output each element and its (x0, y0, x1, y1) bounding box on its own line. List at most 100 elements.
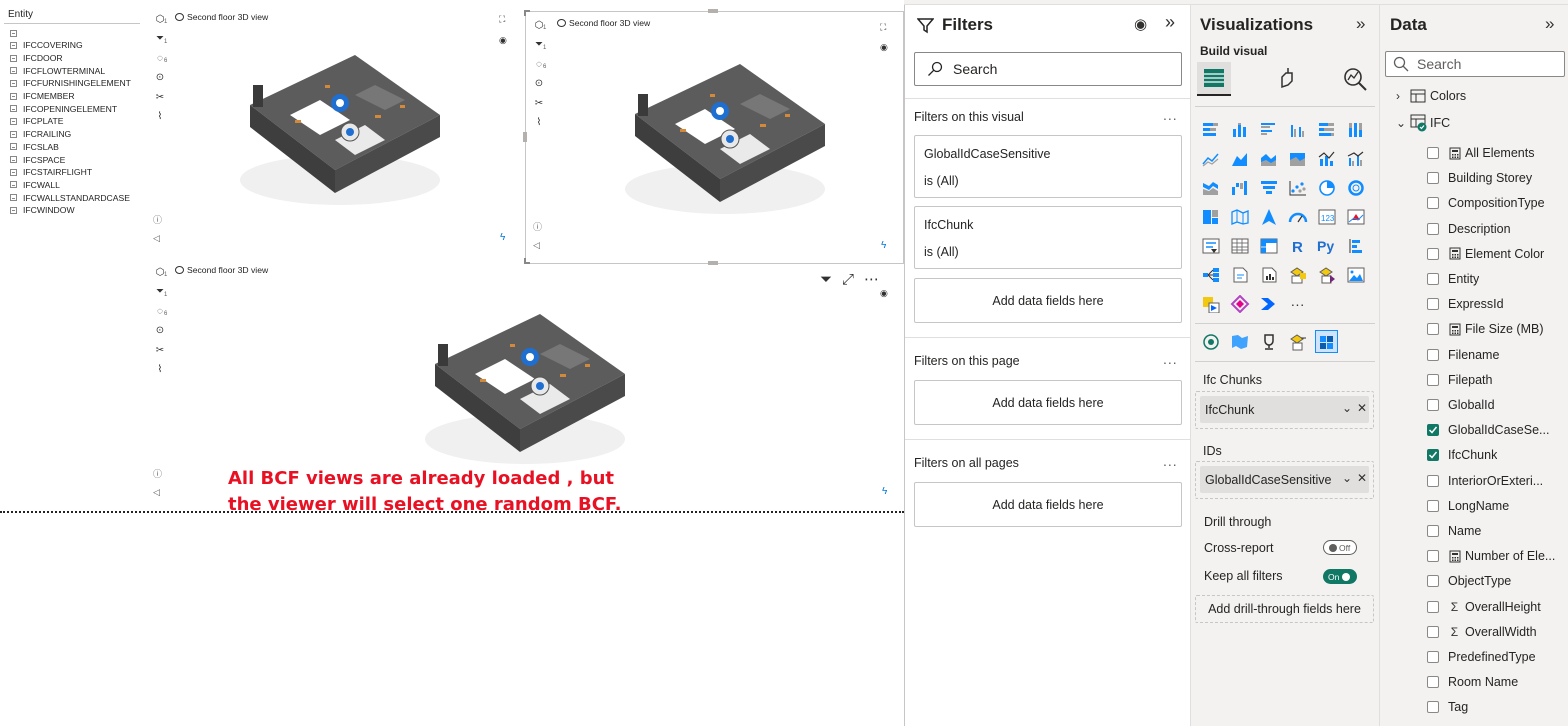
expand-icon[interactable] (10, 29, 17, 37)
well-ifc-chunks[interactable]: IfcChunk ⌄ ✕ (1195, 391, 1374, 429)
visual-selection-frame[interactable] (523, 9, 904, 265)
slicer-item[interactable]: IFCMEMBER (4, 90, 140, 103)
tab-format-visual[interactable] (1271, 62, 1305, 96)
scissors-icon[interactable]: ✂ (155, 91, 165, 103)
donut-chart-icon[interactable] (1344, 176, 1367, 199)
azure-map-icon[interactable] (1257, 205, 1280, 228)
field-item[interactable]: Name (1427, 522, 1567, 540)
tab-build-visual[interactable] (1197, 62, 1231, 96)
expand-icon[interactable] (10, 206, 17, 214)
building-3d-model[interactable] (235, 45, 445, 215)
field-item[interactable]: GlobalId (1427, 396, 1567, 414)
checkbox[interactable] (1427, 600, 1439, 613)
slicer-item[interactable]: IFCPLATE (4, 115, 140, 128)
collapse-chevron-icon[interactable]: » (1356, 14, 1366, 33)
checkbox[interactable] (1427, 575, 1439, 588)
field-item[interactable]: LongName (1427, 497, 1567, 515)
slicer-item-blank[interactable] (4, 27, 140, 39)
announce-icon[interactable]: ◁ (153, 487, 160, 497)
field-item[interactable]: ExpressId (1427, 295, 1567, 313)
slicer-item[interactable]: IFCWALL (4, 179, 140, 192)
add-report-filter-dropzone[interactable]: Add data fields here (914, 482, 1182, 527)
cross-report-toggle[interactable]: Off (1323, 540, 1357, 555)
metrics-icon[interactable] (1228, 292, 1251, 315)
help-icon[interactable]: ⓘ (153, 215, 163, 225)
expand-icon[interactable] (10, 92, 17, 100)
slicer-item[interactable]: IFCFLOWTERMINAL (4, 64, 140, 77)
data-search-input[interactable]: Search (1385, 51, 1565, 77)
field-item[interactable]: Building Storey (1427, 169, 1567, 187)
expand-icon[interactable] (10, 79, 17, 87)
expand-icon[interactable] (10, 181, 17, 189)
expand-icon[interactable] (10, 143, 17, 151)
more-options-icon[interactable]: ... (1163, 351, 1178, 367)
more-options-icon[interactable]: ⋯ (864, 271, 880, 288)
funnel-chart-icon[interactable] (1257, 176, 1280, 199)
trophy-icon[interactable] (1257, 330, 1280, 353)
globe-icon[interactable] (1199, 330, 1222, 353)
field-item[interactable]: Room Name (1427, 673, 1567, 691)
checkbox[interactable] (1427, 550, 1439, 563)
checkbox[interactable] (1427, 373, 1439, 386)
slicer-item[interactable]: IFCRAILING (4, 128, 140, 141)
checkbox[interactable] (1427, 323, 1439, 336)
camera-icon[interactable]: ◉ (499, 35, 507, 45)
pie-chart-icon[interactable] (1315, 176, 1338, 199)
expand-icon[interactable] (10, 130, 17, 138)
ruler-icon[interactable]: ⌇ (536, 117, 542, 129)
line-stacked-column-icon[interactable] (1315, 147, 1338, 170)
cube-icon[interactable]: ⬡1 (155, 13, 168, 26)
keep-filters-toggle[interactable]: On (1323, 569, 1357, 584)
expand-icon[interactable] (10, 67, 17, 75)
field-item[interactable]: PredefinedType (1427, 648, 1567, 666)
checkbox-checked[interactable] (1427, 424, 1439, 437)
decomposition-tree-icon[interactable] (1199, 263, 1222, 286)
checkbox[interactable] (1427, 474, 1439, 487)
filter-icon[interactable]: ⏷1 (156, 33, 168, 45)
bim-viewer-visual-icon[interactable] (1315, 330, 1338, 353)
target-icon[interactable]: ⊙ (155, 325, 165, 337)
focus-mode-icon[interactable]: ⤢ (842, 270, 855, 288)
ribbon-chart-icon[interactable] (1199, 176, 1222, 199)
checkbox[interactable] (1427, 701, 1439, 714)
resize-handle-bottom[interactable] (708, 261, 718, 265)
resize-handle-top[interactable] (708, 9, 718, 13)
checkbox[interactable] (1427, 525, 1439, 537)
filter-icon[interactable]: ⏷ (820, 270, 833, 288)
paginated-report-icon[interactable] (1286, 263, 1309, 286)
field-item[interactable]: GlobalIdCaseSe... (1427, 421, 1567, 439)
field-pill-ifcchunk[interactable]: IfcChunk ⌄ ✕ (1200, 396, 1369, 423)
filter-icon[interactable]: ⏷1 (156, 286, 168, 298)
slicer-item[interactable]: IFCWINDOW (4, 204, 140, 217)
r-script-icon[interactable]: R (1286, 234, 1309, 257)
cube-icon[interactable]: ⬡1 (155, 266, 168, 279)
more-options-icon[interactable]: ... (1163, 453, 1178, 469)
eye-icon[interactable]: ◉ (1134, 16, 1148, 33)
slicer-item[interactable]: IFCWALLSTANDARDCASE (4, 191, 140, 204)
table-icon[interactable] (1228, 234, 1251, 257)
field-item[interactable]: Element Color (1427, 245, 1567, 263)
fullscreen-icon[interactable]: ⛶ (880, 22, 887, 32)
field-item[interactable]: Filepath (1427, 371, 1567, 389)
100-stacked-bar-chart-icon[interactable] (1315, 118, 1338, 141)
collapse-chevron-icon[interactable]: » (1545, 14, 1555, 33)
power-automate-flow-icon[interactable] (1257, 292, 1280, 315)
ruler-icon[interactable]: ⌇ (157, 364, 163, 376)
shape-map-icon[interactable] (1228, 330, 1251, 353)
ruler-icon[interactable]: ⌇ (157, 111, 163, 123)
expand-icon[interactable] (10, 117, 17, 125)
camera-icon[interactable]: ◉ (880, 288, 888, 298)
checkbox[interactable] (1427, 273, 1439, 285)
image-icon[interactable] (1344, 263, 1367, 286)
matrix-icon[interactable] (1257, 234, 1280, 257)
checkbox[interactable] (1427, 197, 1439, 210)
help-icon[interactable]: ⓘ (153, 469, 163, 479)
comment-icon[interactable]: ◌6 (157, 52, 168, 65)
more-options-icon[interactable]: ... (1163, 107, 1178, 123)
checkbox[interactable] (1427, 625, 1439, 638)
checkbox[interactable] (1427, 147, 1439, 159)
slicer-item[interactable]: IFCDOOR (4, 52, 140, 65)
field-pill-globalid[interactable]: GlobalIdCaseSensitive ⌄ ✕ (1200, 466, 1369, 493)
